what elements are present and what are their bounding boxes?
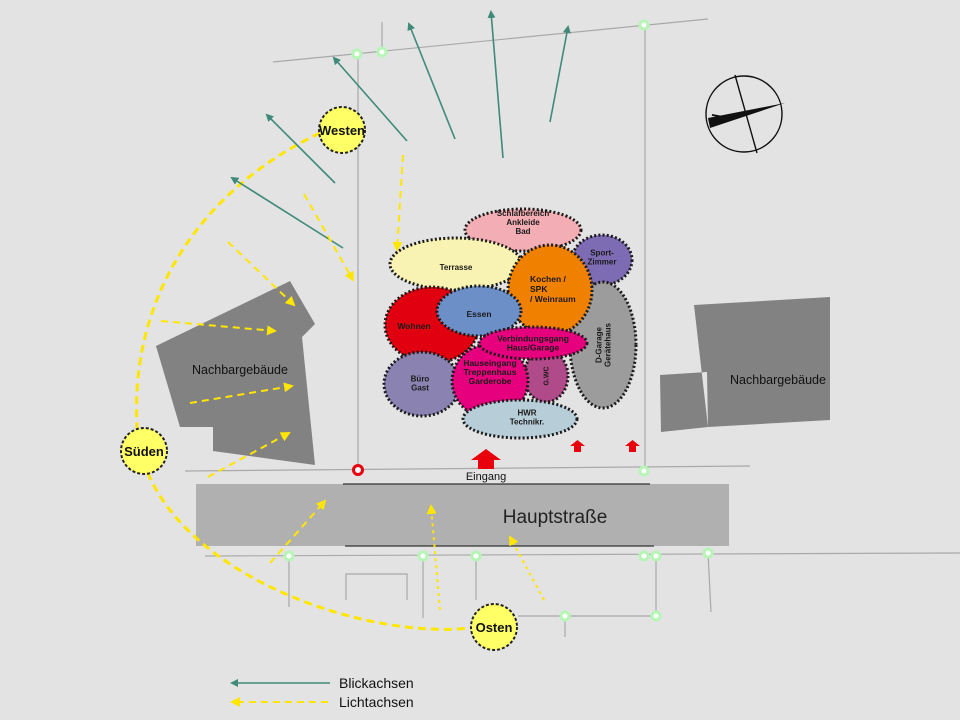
view-axis: [230, 176, 344, 249]
compass-ring: [705, 75, 783, 153]
street-line-south: [204, 552, 960, 557]
sun-west: Westen: [318, 106, 366, 154]
survey-point: [702, 547, 714, 559]
room-label: G.WC: [543, 366, 550, 385]
room-terrasse: Terrasse: [388, 236, 524, 292]
light-axis: [392, 154, 404, 252]
outbuilding-outline: [345, 573, 408, 600]
neighbor-building-east: [660, 297, 830, 432]
survey-point: [470, 550, 482, 562]
entrance-label: Eingang: [466, 471, 506, 483]
view-axis: [407, 22, 456, 140]
room-label: Wohnen: [397, 321, 430, 331]
room-kochen: Kochen /SPK/ Weinraum: [506, 243, 594, 337]
sun-south: Süden: [120, 427, 168, 475]
survey-point: [351, 48, 363, 60]
room-bubble: [463, 207, 583, 253]
room-label: Kochen /SPK/ Weinraum: [530, 274, 576, 304]
survey-point: [638, 465, 650, 477]
compass-north-label: N: [707, 112, 725, 125]
sun-east: Osten: [470, 603, 518, 651]
light-axis: [269, 499, 327, 564]
survey-point: [650, 610, 662, 622]
room-garage: D-GarageGerätehaus: [568, 280, 638, 410]
survey-point: [638, 550, 650, 562]
survey-point: [417, 550, 429, 562]
entrance-point-marker: [352, 464, 364, 476]
sun-label-south: Süden: [124, 444, 164, 459]
garage-entrance-arrow: [625, 440, 640, 452]
survey-points: [283, 19, 714, 622]
legend: Blickachsen Lichtachsen: [230, 675, 414, 710]
legend-view-axis-label: Blickachsen: [339, 675, 414, 691]
garage-entrance-arrow: [570, 440, 585, 452]
light-axis: [227, 241, 296, 307]
survey-point: [650, 550, 662, 562]
street-label: Hauptstraße: [503, 507, 608, 528]
compass: N: [705, 74, 785, 154]
room-label: Terrasse: [440, 263, 473, 272]
sun-label-east: Osten: [476, 620, 513, 635]
view-axis: [487, 10, 504, 159]
view-axis: [265, 113, 336, 184]
room-bubble: [568, 280, 638, 410]
survey-point: [638, 19, 650, 31]
light-axes: [160, 154, 545, 611]
light-axis: [189, 382, 294, 404]
view-axis: [549, 25, 571, 123]
room-label: Essen: [466, 309, 491, 319]
light-axis: [509, 535, 545, 601]
survey-point: [559, 610, 571, 622]
neighbor-label-east: Nachbargebäude: [730, 373, 826, 387]
survey-point: [283, 550, 295, 562]
light-axis: [207, 432, 291, 478]
room-bubble: [477, 325, 589, 361]
legend-light-axis-label: Lichtachsen: [339, 694, 414, 710]
room-label: D-GarageGerätehaus: [594, 322, 612, 367]
room-bubble: [506, 243, 594, 337]
light-axis: [303, 193, 354, 282]
light-axis: [426, 504, 441, 611]
street: [196, 484, 729, 546]
room-bubble: [522, 348, 570, 404]
compass-needle-icon: [708, 103, 785, 128]
view-axis: [332, 56, 408, 142]
room-label: Sport-Zimmer: [588, 248, 617, 266]
view-axes: [230, 10, 571, 249]
room-bubble: [435, 284, 523, 338]
room-gwc: G.WC: [522, 348, 570, 404]
room-bubble: [461, 398, 579, 440]
property-line-south: [184, 465, 751, 472]
survey-point: [376, 46, 388, 58]
sun-label-west: Westen: [319, 123, 365, 138]
property-line-north: [272, 18, 709, 63]
room-essen: Essen: [435, 284, 523, 338]
main-entrance-arrow: [471, 449, 501, 469]
neighbor-label-west: Nachbargebäude: [192, 363, 288, 377]
